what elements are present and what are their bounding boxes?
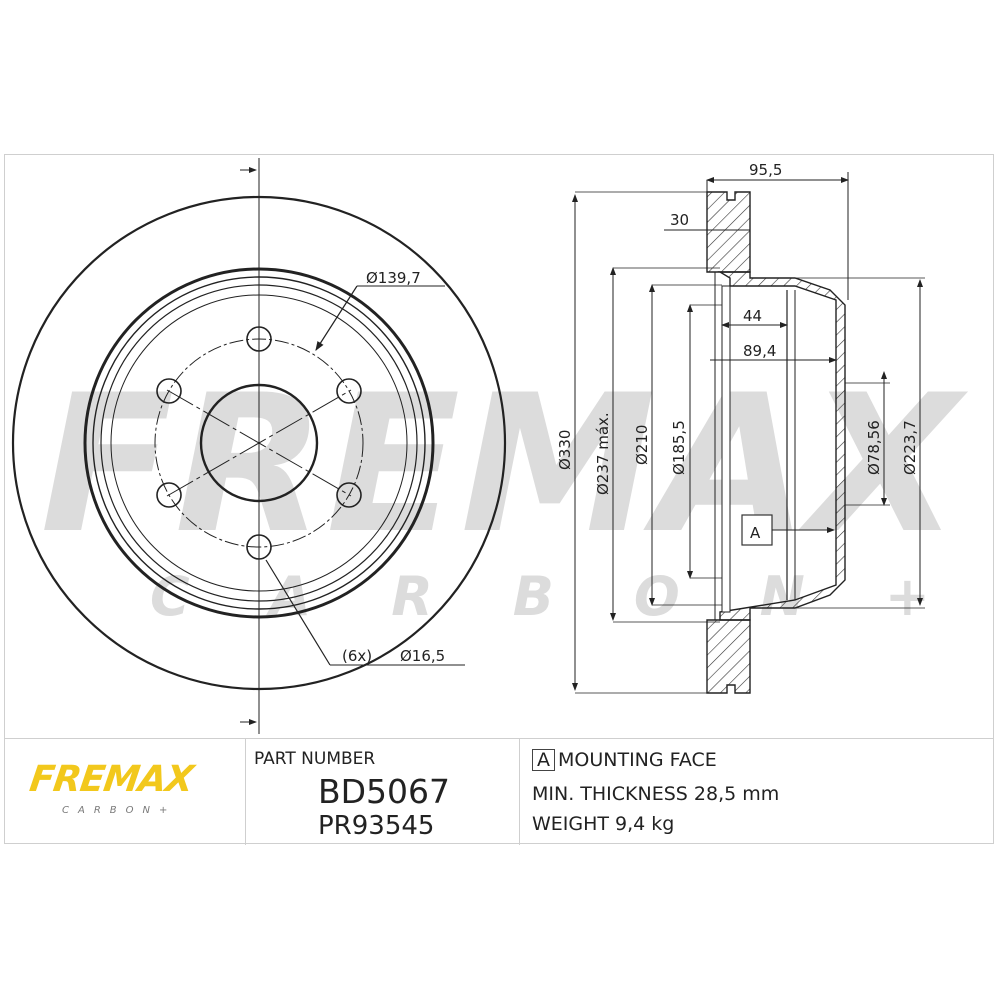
front-view <box>11 158 507 734</box>
bolt-holes <box>156 326 362 560</box>
hat-depth-dim: 44 <box>743 307 762 325</box>
weight: WEIGHT 9,4 kg <box>532 813 675 835</box>
logo-subtitle: CARBON+ <box>62 805 177 816</box>
datum-box <box>741 514 773 546</box>
svg-text:C A R B O N +: C A R B O N + <box>150 565 930 628</box>
bolt-circle-dim: Ø139,7 <box>366 269 421 287</box>
thickness-dim: 30 <box>670 211 689 229</box>
fremax-logo: FREMAX <box>27 759 196 800</box>
hat-inner-dim: 89,4 <box>743 342 776 360</box>
title-block: FREMAX CARBON+ PART NUMBER BD5067 PR9354… <box>4 738 994 845</box>
datum-a-box: A <box>532 749 555 771</box>
part-cell: PART NUMBER BD5067 PR93545 <box>246 739 520 845</box>
part-number-label: PART NUMBER <box>254 749 376 769</box>
center-bore-dim: Ø78,56 <box>865 420 883 475</box>
diameter-210-dim: Ø210 <box>633 425 651 465</box>
bolt-count-dim: (6x) <box>342 647 372 665</box>
bolt-hole-dim: Ø16,5 <box>400 647 445 665</box>
height-dim: 95,5 <box>749 161 782 179</box>
max-friction-dim: Ø237 máx. <box>594 412 612 495</box>
outer-diameter-dim: Ø330 <box>556 430 574 470</box>
logo-cell: FREMAX CARBON+ <box>4 739 246 845</box>
hat-diameter-dim: Ø223,7 <box>901 420 919 475</box>
min-thickness: MIN. THICKNESS 28,5 mm <box>532 783 780 805</box>
mounting-face-label: MOUNTING FACE <box>558 749 717 771</box>
part-number: BD5067 <box>318 772 451 811</box>
alt-part-number: PR93545 <box>318 811 435 841</box>
datum-letter: A <box>750 524 761 542</box>
section-view <box>572 172 925 694</box>
diameter-185-dim: Ø185,5 <box>670 420 688 475</box>
